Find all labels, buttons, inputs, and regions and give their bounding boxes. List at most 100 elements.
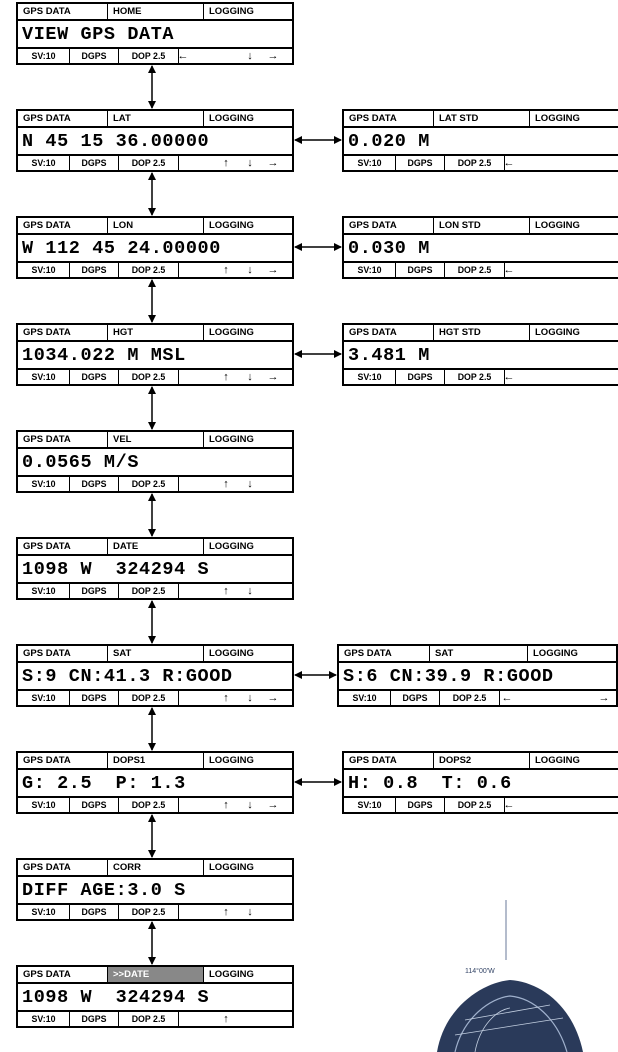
footer-nav-cell <box>178 370 292 384</box>
footer-dgps: DGPS <box>395 156 444 170</box>
screen-value: H: 0.8 T: 0.6 <box>348 773 512 794</box>
arrow-right-icon[interactable]: → <box>267 692 279 704</box>
footer-dop: DOP 2.5 <box>444 156 504 170</box>
arrow-left-icon[interactable]: ← <box>501 692 513 704</box>
header-app: GPS DATA <box>23 648 71 659</box>
arrow-left-icon[interactable]: ← <box>177 50 189 62</box>
header-mode: LOGGING <box>529 325 618 340</box>
header-app: GPS DATA <box>349 113 397 124</box>
footer-nav-cell <box>504 798 618 812</box>
arrow-down-icon[interactable]: ↓ <box>247 906 253 918</box>
arrow-up-icon[interactable]: ↑ <box>223 157 229 169</box>
footer-sv: SV:10 <box>31 693 56 703</box>
header-mode: LOGGING <box>203 111 292 126</box>
footer-dgps: DGPS <box>69 1012 118 1026</box>
header-page: LON <box>107 218 203 233</box>
arrow-up-icon[interactable]: ↑ <box>223 906 229 918</box>
footer-sv: SV:10 <box>31 265 56 275</box>
arrow-down-icon[interactable]: ↓ <box>247 799 253 811</box>
arrow-down-icon[interactable]: ↓ <box>247 585 253 597</box>
footer-dgps: DGPS <box>69 263 118 277</box>
arrow-up-icon[interactable]: ↑ <box>223 264 229 276</box>
arrow-up-icon[interactable]: ↑ <box>223 1013 229 1025</box>
footer-dgps: DGPS <box>69 905 118 919</box>
footer-sv: SV:10 <box>31 586 56 596</box>
arrow-left-icon[interactable]: ← <box>503 799 515 811</box>
screen-value: 1034.022 M MSL <box>22 345 186 366</box>
arrow-left-icon[interactable]: ← <box>503 264 515 276</box>
arrow-up-icon[interactable]: ↑ <box>223 371 229 383</box>
footer-nav-cell <box>504 156 618 170</box>
arrow-up-icon[interactable]: ↑ <box>223 585 229 597</box>
arrow-up-icon[interactable]: ↑ <box>223 478 229 490</box>
header-page: LAT <box>107 111 203 126</box>
footer-dgps: DGPS <box>69 584 118 598</box>
footer-dop: DOP 2.5 <box>118 905 178 919</box>
footer-sv: SV:10 <box>357 372 382 382</box>
arrow-right-icon[interactable]: → <box>267 157 279 169</box>
footer-dop: DOP 2.5 <box>118 1012 178 1026</box>
header-app: GPS DATA <box>23 541 71 552</box>
arrow-down-icon[interactable]: ↓ <box>247 50 253 62</box>
header-app: GPS DATA <box>23 6 71 17</box>
arrow-down-icon[interactable]: ↓ <box>247 264 253 276</box>
arrow-right-icon[interactable]: → <box>267 264 279 276</box>
footer-nav-cell <box>178 49 292 63</box>
footer-sv: SV:10 <box>352 693 377 703</box>
footer-sv: SV:10 <box>31 1014 56 1024</box>
footer-nav-cell <box>178 156 292 170</box>
header-mode: LOGGING <box>203 753 292 768</box>
header-app: GPS DATA <box>23 327 71 338</box>
screen-value: S:6 CN:39.9 R:GOOD <box>343 666 554 687</box>
header-app: GPS DATA <box>23 220 71 231</box>
arrow-right-icon[interactable]: → <box>267 371 279 383</box>
footer-nav-cell <box>504 263 618 277</box>
arrow-up-icon[interactable]: ↑ <box>223 692 229 704</box>
footer-dop: DOP 2.5 <box>118 691 178 705</box>
arrow-right-icon[interactable]: → <box>267 50 279 62</box>
arrow-down-icon[interactable]: ↓ <box>247 371 253 383</box>
arrow-left-icon[interactable]: ← <box>503 371 515 383</box>
arrow-down-icon[interactable]: ↓ <box>247 478 253 490</box>
header-mode: LOGGING <box>203 325 292 340</box>
arrow-down-icon[interactable]: ↓ <box>247 692 253 704</box>
footer-dgps: DGPS <box>69 156 118 170</box>
arrow-left-icon[interactable]: ← <box>503 157 515 169</box>
footer-sv: SV:10 <box>357 265 382 275</box>
header-page: DOPS2 <box>433 753 529 768</box>
footer-nav-cell <box>178 691 292 705</box>
arrow-right-icon[interactable]: → <box>267 799 279 811</box>
screen-value: DIFF AGE:3.0 S <box>22 880 186 901</box>
arrow-up-icon[interactable]: ↑ <box>223 799 229 811</box>
arrow-down-icon[interactable]: ↓ <box>247 157 253 169</box>
header-page: SAT <box>429 646 527 661</box>
footer-dop: DOP 2.5 <box>118 370 178 384</box>
header-page: >>DATE <box>107 967 203 982</box>
footer-dop: DOP 2.5 <box>118 263 178 277</box>
header-page: DOPS1 <box>107 753 203 768</box>
footer-dop: DOP 2.5 <box>118 584 178 598</box>
footer-sv: SV:10 <box>357 800 382 810</box>
arrow-right-icon[interactable]: → <box>598 692 610 704</box>
screen-value: W 112 45 24.00000 <box>22 238 221 259</box>
header-app: GPS DATA <box>349 327 397 338</box>
